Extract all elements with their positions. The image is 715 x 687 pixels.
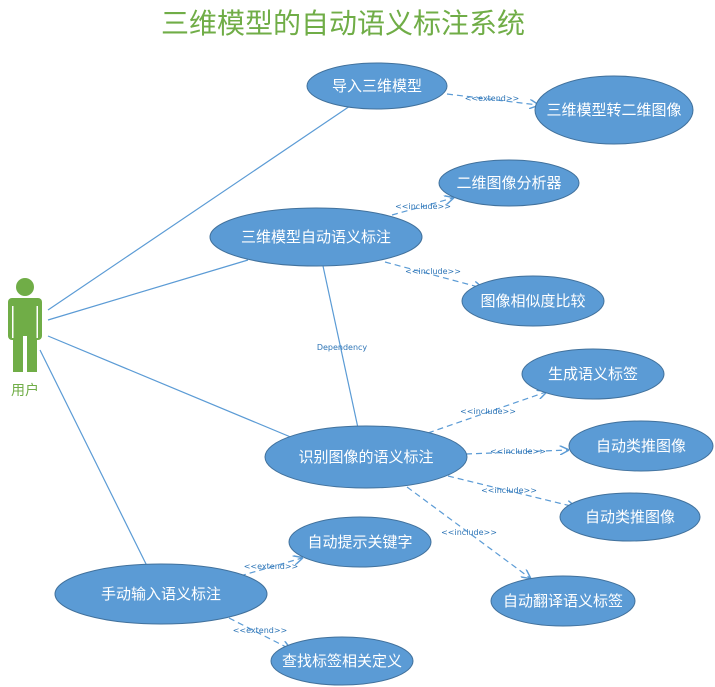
include-generate-line [427, 392, 546, 434]
usecase-auto-annotate[interactable]: 三维模型自动语义标注 [209, 207, 423, 267]
extend-convert-line [446, 93, 538, 105]
assoc-import [47, 105, 351, 311]
include-infer2-line [447, 475, 575, 507]
usecase-import-label: 导入三维模型 [332, 77, 422, 95]
usecase-infer-1[interactable]: 自动类推图像 [568, 420, 714, 472]
usecase-convert[interactable]: 三维模型转二维图像 [534, 75, 694, 145]
usecase-similarity[interactable]: 图像相似度比较 [461, 275, 605, 327]
include-infer2-label: <<include>> [481, 486, 537, 495]
assoc-manual [39, 349, 149, 569]
usecase-generate-label: 生成语义标签 [548, 365, 638, 383]
usecase-analyzer[interactable]: 二维图像分析器 [438, 159, 580, 207]
include-generate-label: <<include>> [460, 407, 516, 416]
extend-prompt-label: <<extend>> [244, 562, 299, 571]
extend-lookup-label: <<extend>> [233, 626, 288, 635]
include-infer1-label: <<include>> [490, 447, 546, 456]
diagram-title: 三维模型的自动语义标注系统 [161, 7, 525, 40]
dependency-line [322, 265, 359, 429]
usecase-auto-annotate-label: 三维模型自动语义标注 [241, 228, 391, 246]
usecase-translate[interactable]: 自动翻译语义标签 [490, 575, 636, 627]
usecase-recognize[interactable]: 识别图像的语义标注 [264, 425, 468, 489]
usecase-convert-label: 三维模型转二维图像 [546, 101, 681, 119]
usecase-prompt[interactable]: 自动提示关键字 [288, 516, 432, 568]
extend-prompt-line [239, 558, 302, 577]
include-similarity-label: <<include>> [405, 267, 461, 276]
usecase-lookup-label: 查找标签相关定义 [282, 652, 402, 670]
include-analyzer-label: <<include>> [395, 202, 451, 211]
include-translate-label: <<include>> [441, 528, 497, 537]
usecase-recognize-label: 识别图像的语义标注 [298, 448, 433, 466]
usecase-translate-label: 自动翻译语义标签 [503, 592, 623, 610]
dependency-label: Dependency [317, 343, 368, 352]
usecase-infer-1-label: 自动类推图像 [596, 437, 686, 455]
usecase-manual-label: 手动输入语义标注 [101, 585, 221, 603]
usecase-generate[interactable]: 生成语义标签 [521, 348, 665, 400]
include-translate-line [406, 486, 530, 578]
usecase-analyzer-label: 二维图像分析器 [456, 174, 561, 192]
usecase-infer-2-label: 自动类推图像 [585, 508, 675, 526]
usecase-manual[interactable]: 手动输入语义标注 [54, 563, 268, 625]
include-analyzer-line [391, 198, 453, 216]
usecase-prompt-label: 自动提示关键字 [307, 533, 412, 551]
usecase-infer-2[interactable]: 自动类推图像 [559, 492, 701, 542]
user-actor-icon [8, 278, 42, 372]
usecase-similarity-label: 图像相似度比较 [480, 292, 585, 310]
include-infer1-line [465, 450, 568, 454]
usecase-import[interactable]: 导入三维模型 [306, 62, 448, 110]
extend-convert-label: <<extend>> [465, 94, 520, 103]
assoc-recognize [47, 335, 306, 444]
assoc-auto-annotate [47, 259, 249, 321]
actor-label: 用户 [11, 382, 39, 399]
include-similarity-line [384, 261, 482, 288]
usecase-lookup[interactable]: 查找标签相关定义 [270, 636, 414, 686]
extend-lookup-line [228, 617, 290, 649]
